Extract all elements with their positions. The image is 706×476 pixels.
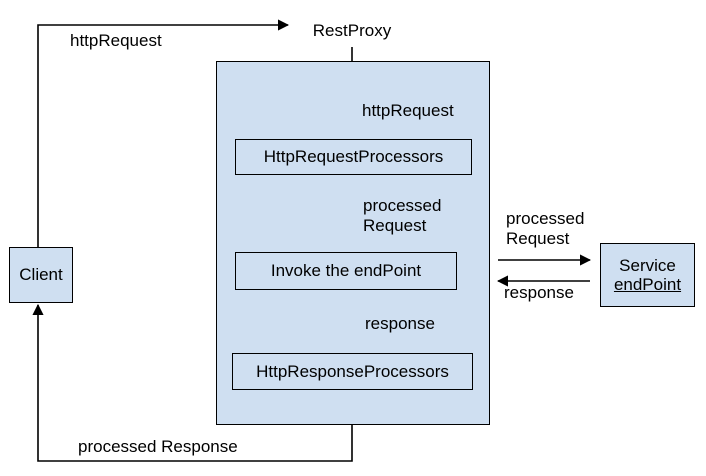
node-http-request-processors-label: HttpRequestProcessors xyxy=(263,147,444,167)
node-invoke-endpoint[interactable]: Invoke the endPoint xyxy=(235,252,457,290)
connector-response-processors-to-client xyxy=(32,303,353,462)
edge-label-proxy-to-client: processed Response xyxy=(78,437,238,456)
edge-label-line-2: Request xyxy=(363,216,427,236)
edge-label-invoke-to-response-processors: response xyxy=(365,314,435,333)
node-http-response-processors-label: HttpResponseProcessors xyxy=(256,361,449,381)
edge-label-proxy-to-request-processors: httpRequest xyxy=(362,101,454,120)
node-client[interactable]: Client xyxy=(9,247,73,303)
connector-client-to-restproxy xyxy=(37,19,290,247)
edge-label-service-to-proxy: response xyxy=(504,283,574,302)
edge-label-client-to-proxy: httpRequest xyxy=(70,31,162,50)
node-service-endpoint[interactable]: Service endPoint xyxy=(600,243,695,307)
edge-label-line-1: processed xyxy=(506,209,585,228)
node-client-label: Client xyxy=(19,265,63,285)
edge-label-line-1: processed xyxy=(363,196,442,215)
node-http-request-processors[interactable]: HttpRequestProcessors xyxy=(235,139,472,175)
restproxy-title: RestProxy xyxy=(312,21,392,40)
node-service-endpoint-label-line-2: endPoint xyxy=(613,275,682,294)
edge-label-line-2: Request xyxy=(506,229,570,249)
node-invoke-endpoint-label: Invoke the endPoint xyxy=(270,261,422,281)
node-http-response-processors[interactable]: HttpResponseProcessors xyxy=(232,353,473,390)
node-service-endpoint-label-line-1: Service xyxy=(619,255,676,275)
